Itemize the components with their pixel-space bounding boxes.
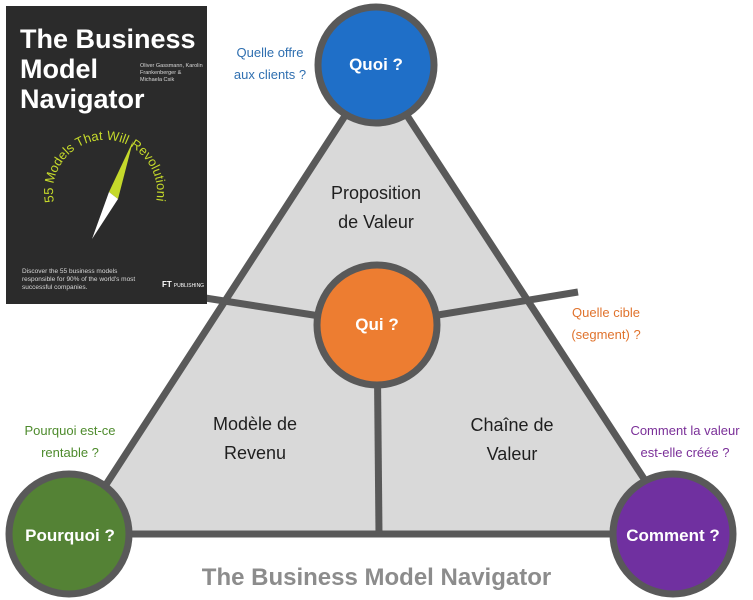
section-chaine-valeur: Chaîne de Valeur	[432, 411, 592, 469]
section-right-line1: Chaîne de	[470, 415, 554, 435]
question-qui: Quelle cible (segment) ?	[560, 302, 652, 346]
book-publisher-name: PUBLISHING	[173, 283, 205, 289]
question-pourquoi-line2: rentable ?	[41, 445, 99, 460]
compass-needle-icon	[92, 141, 133, 239]
question-quoi: Quelle offre aux clients ?	[222, 42, 318, 86]
section-right-line2: Valeur	[486, 444, 538, 464]
footer-title: The Business Model Navigator	[201, 564, 552, 591]
qui-circle[interactable]	[313, 261, 441, 389]
quoi-label: Quoi ?	[349, 55, 403, 74]
question-comment-line1: Comment la valeur	[630, 423, 740, 438]
question-qui-line1: Quelle cible	[572, 305, 640, 320]
book-publisher-mark: FT	[162, 280, 172, 289]
comment-circle[interactable]	[609, 470, 737, 598]
qui-label: Qui ?	[355, 315, 399, 334]
pourquoi-label: Pourquoi ?	[25, 526, 115, 545]
comment-label: Comment ?	[626, 526, 720, 545]
book-authors: Oliver Gassmann, Karolin Frankenberger &…	[140, 63, 203, 83]
book-subtitle: 55 Models That Will Revolutionise Your B…	[6, 6, 169, 204]
question-pourquoi-line1: Pourquoi est-ce	[24, 423, 116, 438]
pourquoi-circle[interactable]	[5, 470, 133, 598]
question-comment-line2: est-elle créée ?	[640, 445, 730, 460]
section-top-line1: Proposition	[330, 183, 422, 203]
question-pourquoi: Pourquoi est-ce rentable ?	[10, 420, 130, 464]
section-proposition-valeur: Proposition de Valeur	[296, 179, 456, 237]
question-quoi-line2: aux clients ?	[233, 67, 307, 82]
section-modele-revenu: Modèle de Revenu	[175, 410, 335, 468]
section-left-line1: Modèle de	[212, 414, 298, 434]
book-art: 55 Models That Will Revolutionise Your B…	[6, 6, 169, 239]
section-left-line2: Revenu	[223, 443, 287, 463]
question-comment: Comment la valeur est-elle créée ?	[620, 420, 750, 464]
section-top-line2: de Valeur	[338, 212, 414, 232]
question-qui-line2: (segment) ?	[571, 327, 641, 342]
book-blurb: Discover the 55 business models responsi…	[22, 268, 136, 291]
question-quoi-line1: Quelle offre	[236, 45, 304, 60]
book-title: The Business Model Navigator	[20, 24, 196, 114]
quoi-circle[interactable]	[314, 3, 438, 127]
book-cover: The Business Model Navigator Oliver Gass…	[6, 6, 207, 304]
